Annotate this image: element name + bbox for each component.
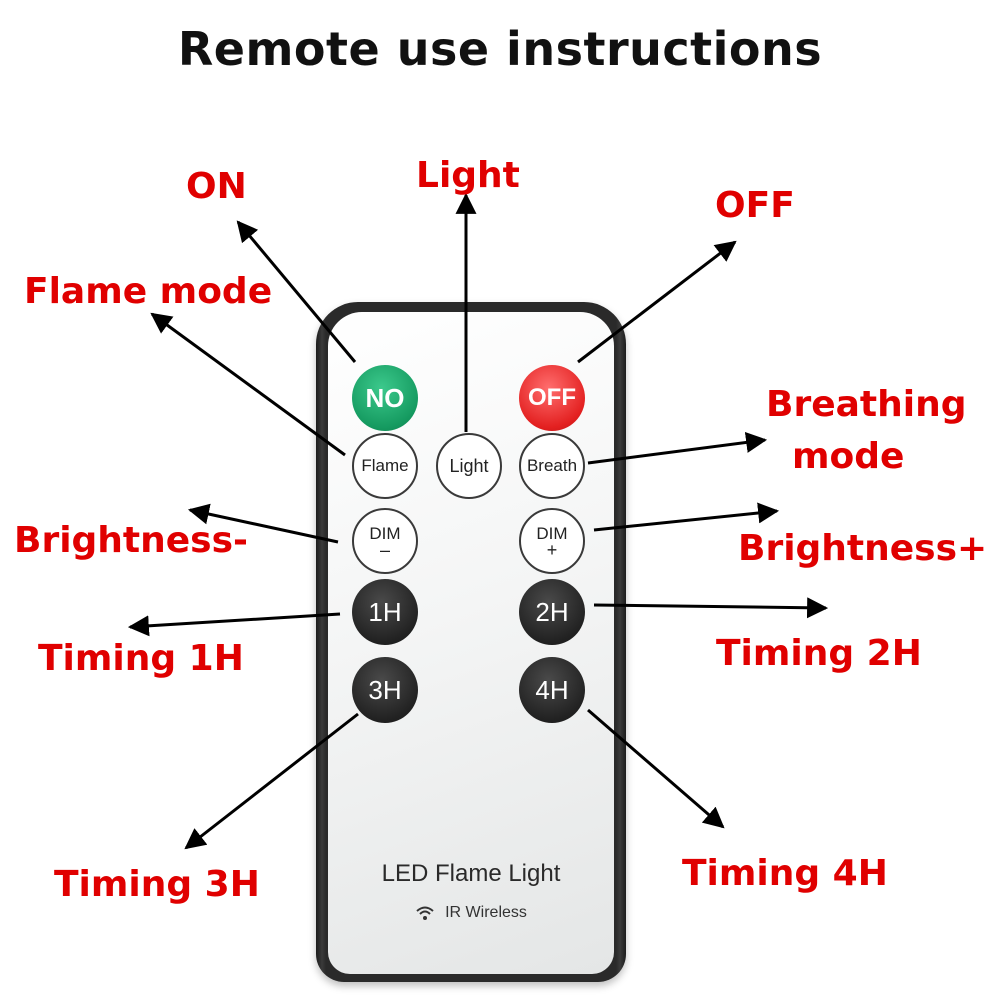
timer-3h-button[interactable]: 3H	[352, 657, 418, 723]
dim-plus-button[interactable]: DIM +	[519, 508, 585, 574]
arrow-2h	[593, 597, 829, 619]
label-off: OFF	[715, 185, 795, 226]
flame-button-label: Flame	[361, 456, 409, 475]
timer-1h-button[interactable]: 1H	[352, 579, 418, 645]
timer-2h-button[interactable]: 2H	[519, 579, 585, 645]
arrow-4h	[587, 708, 725, 829]
brand-label: LED Flame Light	[381, 860, 561, 887]
arrow-flame	[150, 312, 346, 457]
flame-button[interactable]: Flame	[352, 433, 418, 499]
on-button[interactable]: NO	[352, 365, 418, 431]
arrow-1h	[127, 612, 341, 637]
breath-button[interactable]: Breath	[519, 433, 585, 499]
timer-4h-label: 4H	[535, 674, 569, 705]
label-breathing-mode: mode	[792, 436, 905, 477]
label-timing-2h: Timing 2H	[716, 633, 922, 674]
ir-wireless-label: IR Wireless	[445, 904, 527, 921]
arrow-on	[236, 220, 357, 363]
dim-plus-top-label: DIM	[536, 524, 568, 543]
off-button[interactable]: OFF	[519, 365, 585, 431]
timer-4h-button[interactable]: 4H	[519, 657, 585, 723]
label-light: Light	[416, 155, 520, 196]
timer-2h-label: 2H	[535, 596, 569, 627]
wifi-signal-icon	[416, 906, 434, 920]
dim-minus-top-label: DIM	[369, 524, 401, 543]
dim-minus-button[interactable]: DIM –	[352, 508, 418, 574]
arrow-dim-minus	[187, 503, 339, 544]
label-timing-1h: Timing 1H	[38, 638, 244, 679]
arrow-3h	[184, 712, 359, 850]
ir-wireless-row: IR Wireless	[328, 904, 614, 922]
arrow-off	[577, 240, 737, 364]
off-button-label: OFF	[528, 384, 576, 411]
label-timing-3h: Timing 3H	[54, 864, 260, 905]
breath-button-label: Breath	[526, 456, 578, 475]
arrow-breath	[587, 432, 768, 465]
timer-3h-label: 3H	[368, 674, 402, 705]
label-brightness-minus: Brightness-	[14, 520, 248, 561]
arrow-dim-plus	[593, 502, 780, 532]
dim-minus-bottom-label: –	[379, 540, 390, 560]
dim-plus-bottom-label: +	[546, 540, 558, 560]
on-button-label: NO	[365, 382, 405, 413]
light-button-label: Light	[449, 455, 489, 476]
page-title: Remote use instructions	[177, 22, 823, 76]
label-timing-4h: Timing 4H	[682, 853, 888, 894]
timer-1h-label: 1H	[368, 596, 402, 627]
label-breathing: Breathing	[766, 384, 967, 425]
label-on: ON	[186, 166, 247, 207]
label-brightness-plus: Brightness+	[738, 528, 988, 569]
label-flame-mode: Flame mode	[24, 271, 273, 312]
light-button[interactable]: Light	[436, 433, 502, 499]
remote-control: NO OFF Flame Light Breath DIM – DIM + 1H…	[316, 302, 626, 982]
remote-face: NO OFF Flame Light Breath DIM – DIM + 1H…	[328, 312, 614, 974]
